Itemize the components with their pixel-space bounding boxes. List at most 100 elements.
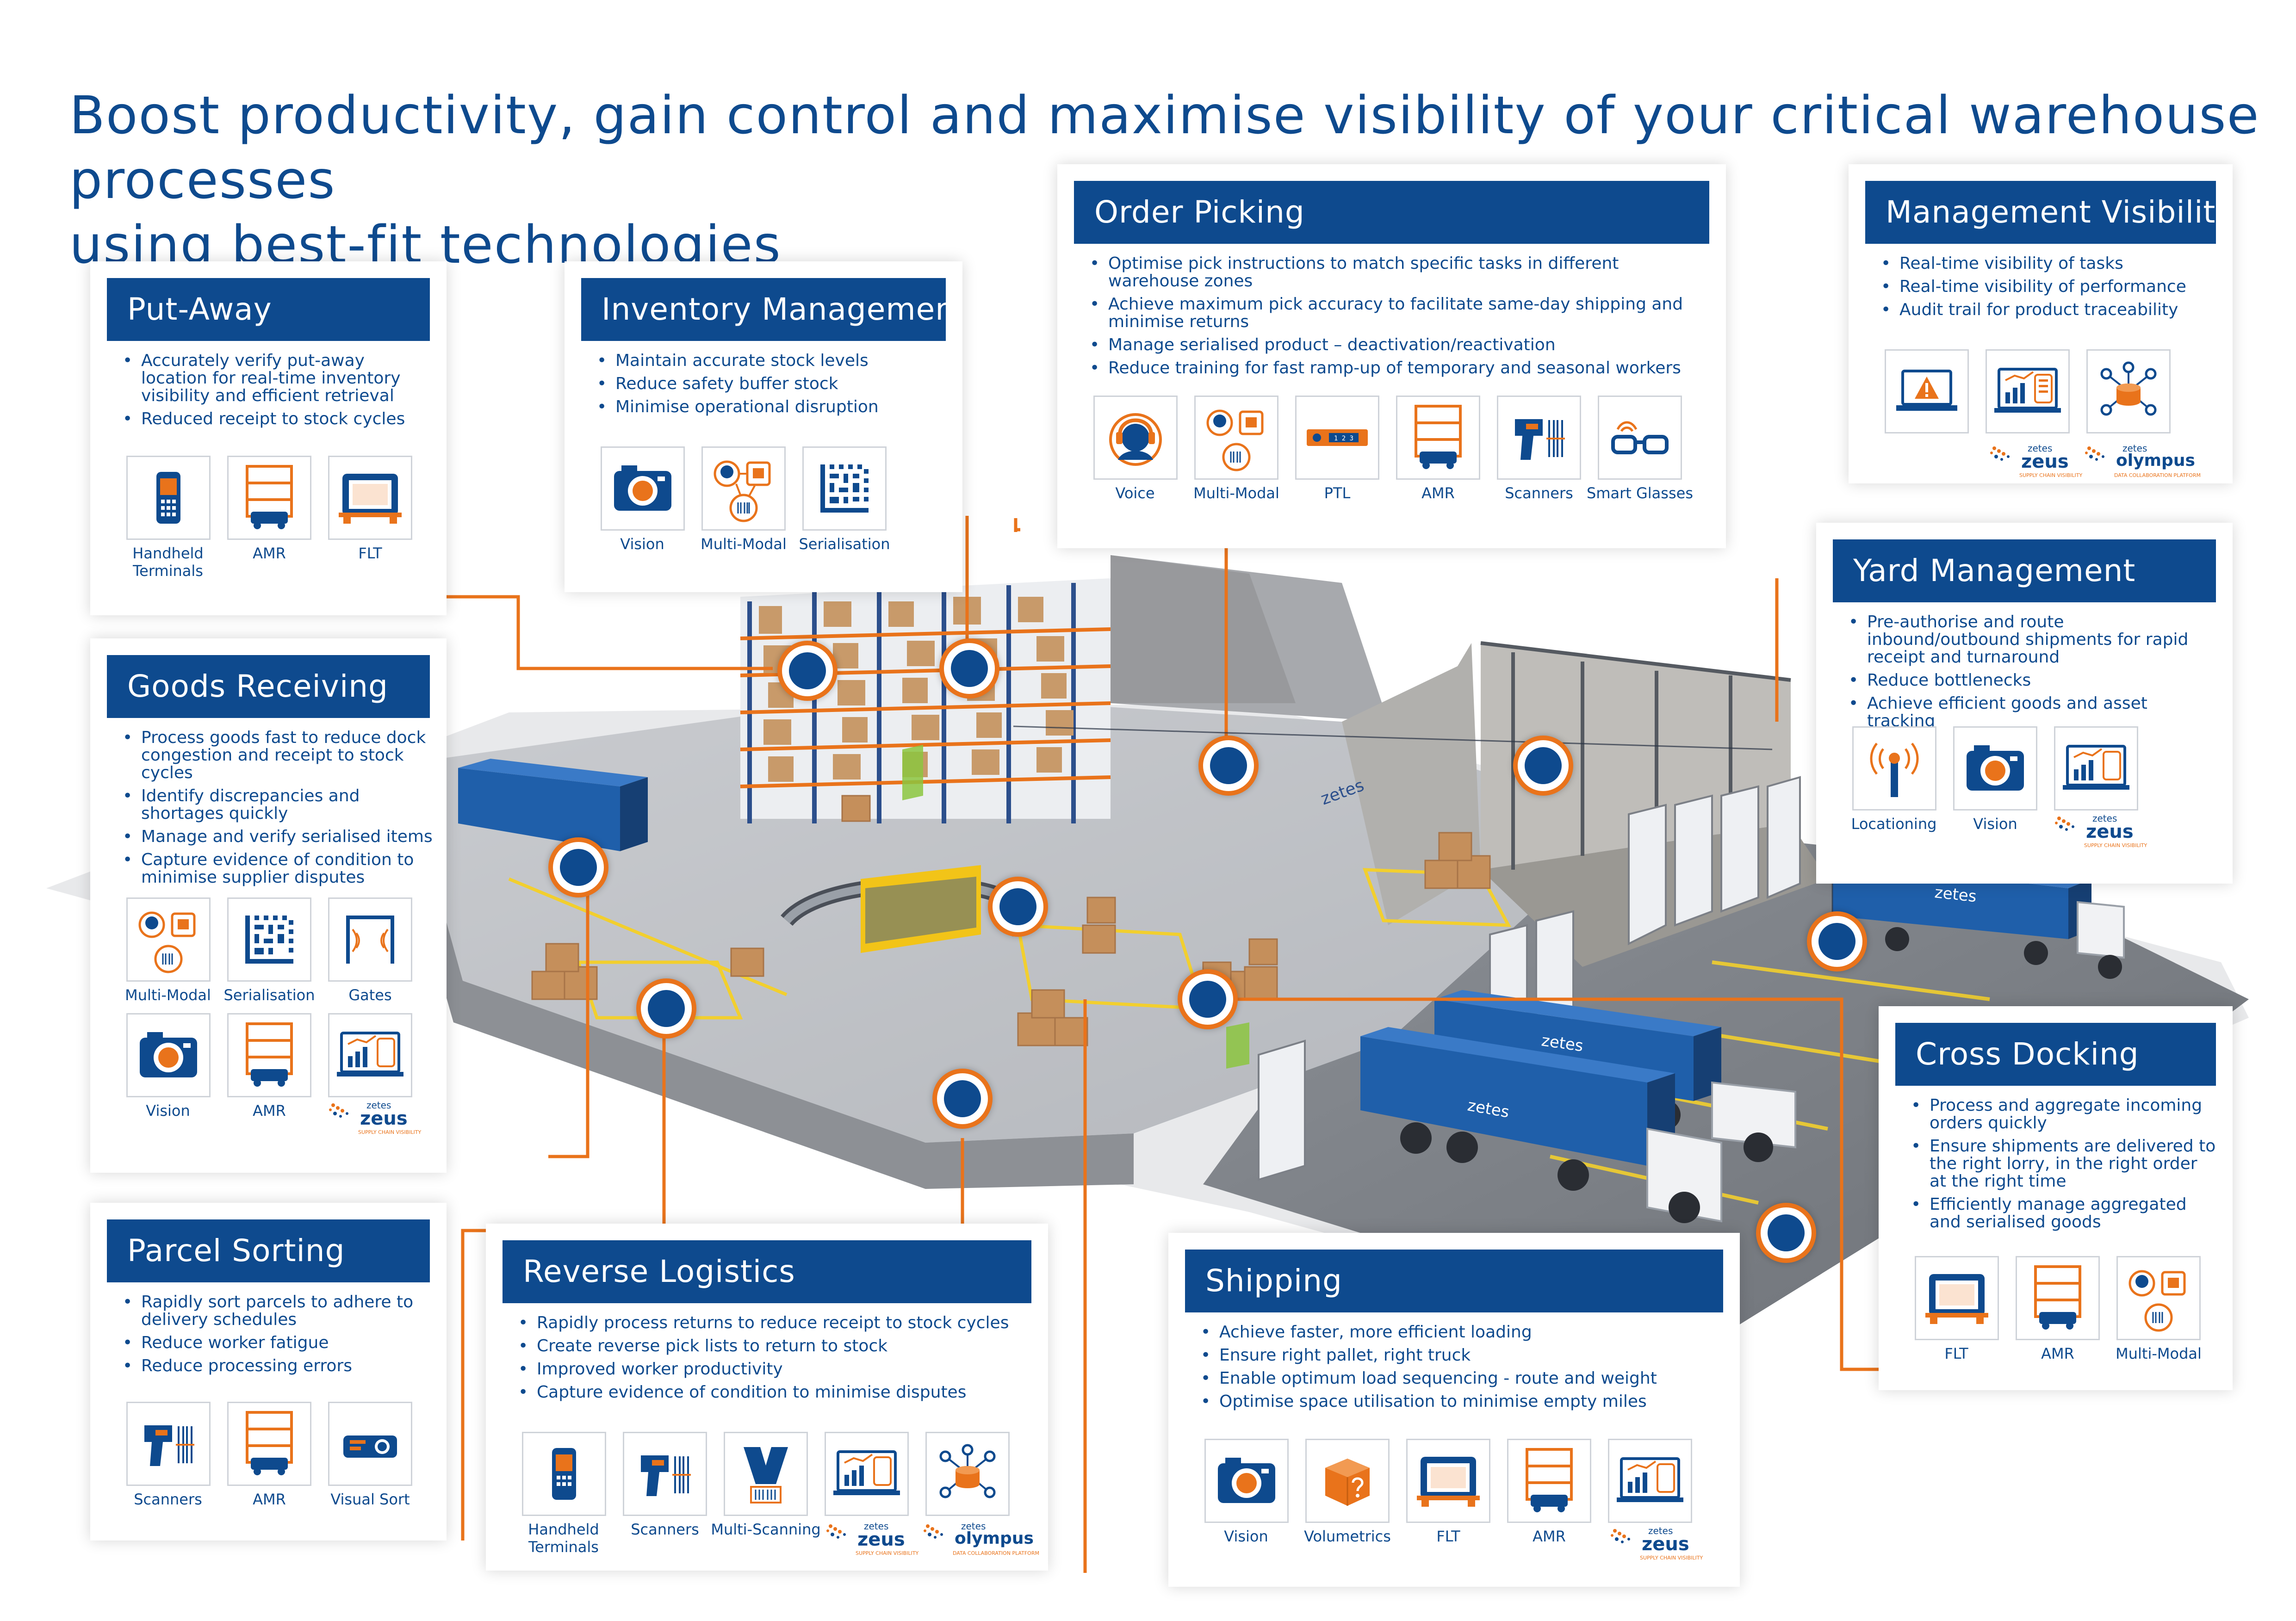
bullet: Process goods fast to reduce dock conges… [123, 729, 433, 782]
bullet: Capture evidence of condition to minimis… [123, 851, 433, 886]
amr-icon [1507, 1439, 1591, 1523]
card-title: Management Visibility [1865, 181, 2216, 244]
logo-subtitle: DATA COLLABORATION PLATFORM [953, 1550, 1039, 1556]
bullet: Achieve maximum pick accuracy to facilit… [1090, 296, 1712, 331]
bullet-list: Pre-authorise and route inbound/outbound… [1849, 613, 2219, 736]
multi-scanning-icon [724, 1432, 808, 1516]
handheld-terminal-icon [126, 456, 211, 540]
bullet: Reduce training for fast ramp-up of temp… [1090, 359, 1712, 377]
icon-label: Multi-Scanning [711, 1521, 821, 1538]
bullet: Reduce bottlenecks [1849, 672, 2219, 690]
handheld-terminal-icon [522, 1432, 606, 1516]
hotspot-goods-receiving[interactable] [548, 837, 608, 897]
hotspot-returns-area[interactable] [932, 1069, 993, 1129]
card-title: Parcel Sorting [107, 1219, 430, 1282]
scanner-icon [1497, 396, 1581, 480]
flt-icon [328, 456, 412, 540]
hotspot-shipping[interactable] [1178, 969, 1238, 1029]
bullet: Manage and verify serialised items [123, 828, 433, 846]
logo-subtitle: SUPPLY CHAIN VISIBILITY [2019, 472, 2083, 478]
bullet-list: Accurately verify put-away location for … [123, 352, 433, 433]
icon-label: Handheld Terminals [132, 544, 204, 580]
bullet: Real-time visibility of tasks [1881, 255, 2219, 273]
locationing-icon [1852, 726, 1936, 810]
flt-icon [1915, 1256, 1999, 1340]
hotspot-cross-docking[interactable] [1756, 1203, 1816, 1263]
amr-icon [227, 456, 311, 540]
card-put-away: Put-Away Accurately verify put-away loca… [90, 261, 447, 615]
icon-label: Multi-Modal [125, 986, 211, 1004]
bullet-list: Rapidly process returns to reduce receip… [518, 1314, 1034, 1407]
logo-word: zeus [2086, 821, 2134, 842]
hotspot-order-picking[interactable] [939, 638, 999, 699]
hotspot-reverse[interactable] [636, 978, 696, 1039]
bullet-list: Optimise pick instructions to match spec… [1090, 255, 1712, 383]
logo-top-text: zetes [2122, 443, 2147, 454]
logo-subtitle: SUPPLY CHAIN VISIBILITY [358, 1129, 422, 1135]
multi-modal-icon [126, 897, 211, 982]
bullet: Ensure shipments are delivered to the ri… [1911, 1138, 2219, 1190]
card-title: Reverse Logistics [503, 1240, 1031, 1303]
card-order-picking: Order Picking Optimise pick instructions… [1057, 164, 1726, 548]
card-title: Yard Management [1833, 539, 2216, 602]
camera-icon [126, 1013, 211, 1097]
card-goods-receiving: Goods Receiving Process goods fast to re… [90, 638, 447, 1173]
multi-modal-icon [2116, 1256, 2201, 1340]
icon-label: Scanners [1505, 484, 1573, 502]
card-title: Shipping [1185, 1250, 1723, 1312]
icon-label: AMR [1421, 484, 1455, 502]
bullet: Improved worker productivity [518, 1361, 1034, 1379]
headset-icon [1093, 396, 1178, 480]
bullet: Identify discrepancies and shortages qui… [123, 787, 433, 823]
bullet: Reduced receipt to stock cycles [123, 410, 433, 428]
icon-label: Handheld Terminals [528, 1521, 599, 1556]
icon-label: Locationing [1851, 815, 1937, 833]
hotspot-management[interactable] [1513, 736, 1573, 796]
dashboard-icon [2054, 726, 2138, 810]
icon-label: Vision [1224, 1528, 1268, 1545]
scanner-icon [126, 1402, 211, 1486]
hotspot-inventory[interactable] [777, 641, 838, 701]
bullet: Audit trail for product traceability [1881, 301, 2219, 319]
logo-subtitle: DATA COLLABORATION PLATFORM [2114, 472, 2201, 478]
bullet: Rapidly process returns to reduce receip… [518, 1314, 1034, 1332]
bullet: Manage serialised product – deactivation… [1090, 336, 1712, 354]
camera-icon [1204, 1439, 1289, 1523]
bullet-list: Real-time visibility of tasks Real-time … [1881, 255, 2219, 324]
card-title: Goods Receiving [107, 655, 430, 718]
zeus-logo: zetes zeus SUPPLY CHAIN VISIBILITY [324, 1099, 430, 1140]
card-shipping: Shipping Achieve faster, more efficient … [1168, 1233, 1740, 1587]
logo-word: olympus [955, 1529, 1034, 1548]
scanner-icon [623, 1432, 707, 1516]
icon-label: Serialisation [223, 986, 315, 1004]
network-database-icon [2086, 349, 2171, 433]
hotspot-parcel-sorting[interactable] [988, 877, 1048, 937]
camera-icon [1953, 726, 2037, 810]
amr-icon [2016, 1256, 2100, 1340]
dashboard-icon [328, 1013, 412, 1097]
bullet: Optimise space utilisation to minimise e… [1201, 1393, 1726, 1411]
bullet: Rapidly sort parcels to adhere to delive… [123, 1293, 433, 1329]
icon-label: Scanners [134, 1491, 202, 1508]
logo-top-text: zetes [366, 1100, 391, 1111]
logo-word: zeus [2021, 451, 2069, 472]
bullet: Ensure right pallet, right truck [1201, 1347, 1726, 1365]
dashboard-icon [825, 1432, 909, 1516]
ptl-display-text: 1 2 3 [1334, 435, 1353, 442]
bullet: Accurately verify put-away location for … [123, 352, 433, 405]
icon-label: Multi-Modal [701, 535, 787, 553]
bullet: Capture evidence of condition to minimis… [518, 1384, 1034, 1402]
icon-label: Smart Glasses [1587, 484, 1693, 502]
logo-word: zeus [360, 1108, 408, 1129]
icon-label: Volumetrics [1304, 1528, 1391, 1545]
card-reverse-logistics: Reverse Logistics Rapidly process return… [486, 1224, 1048, 1571]
hotspot-put-away[interactable] [1198, 736, 1259, 796]
zeus-logo: zetes zeus SUPPLY CHAIN VISIBILITY [821, 1520, 928, 1561]
logo-top-text: zetes [2028, 443, 2053, 454]
bullet: Enable optimum load sequencing - route a… [1201, 1370, 1726, 1388]
hotspot-yard[interactable] [1807, 911, 1867, 971]
icon-label: Vision [620, 535, 664, 553]
bullet: Minimise operational disruption [597, 398, 949, 416]
logo-word: zeus [1642, 1534, 1689, 1555]
card-cross-docking: Cross Docking Process and aggregate inco… [1879, 1006, 2233, 1390]
